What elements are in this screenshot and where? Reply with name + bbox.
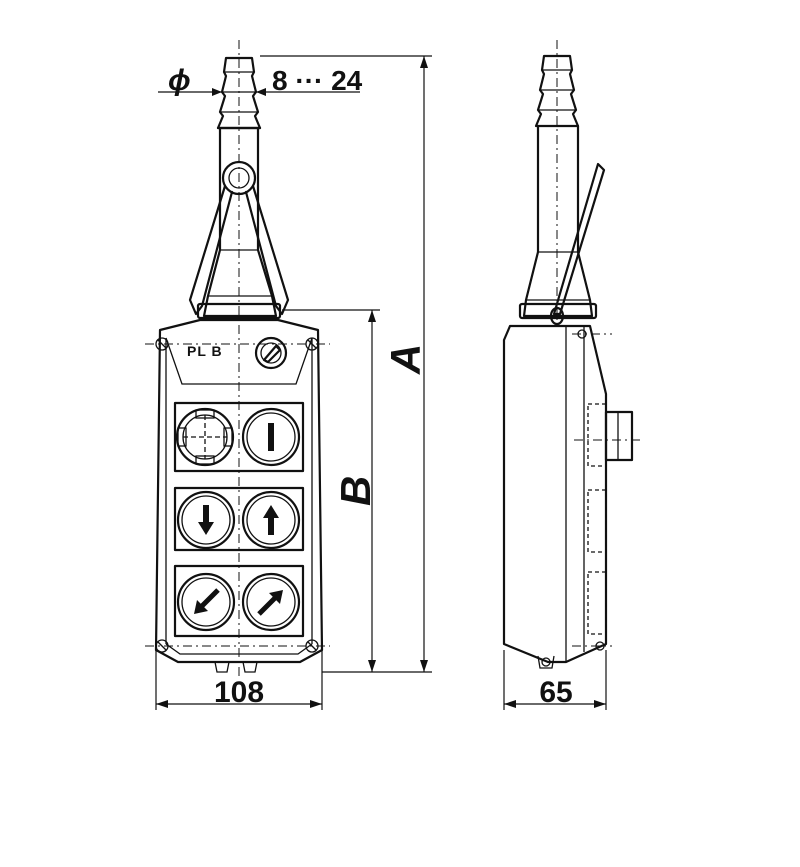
up-button — [241, 490, 301, 550]
cable-diameter-dimension: ϕ 8 ··· 24 — [158, 64, 363, 97]
side-view: 65 — [502, 40, 640, 710]
down-left-button — [176, 572, 236, 632]
emergency-stop-icon — [183, 415, 227, 459]
side-body — [502, 324, 634, 669]
dimension-a-label: A — [382, 344, 429, 375]
on-button — [241, 407, 301, 467]
diameter-range: 8 ··· 24 — [272, 65, 363, 96]
on-bar-icon — [268, 423, 274, 451]
key-switch — [254, 336, 288, 370]
down-button — [176, 490, 236, 550]
up-right-button — [241, 572, 301, 632]
arrow-down-left-icon — [194, 588, 220, 614]
width-label: 108 — [214, 676, 264, 709]
dimension-b: B — [282, 309, 380, 672]
depth-dimension: 65 — [503, 650, 607, 710]
dimension-b-label: B — [332, 476, 379, 506]
depth-label: 65 — [539, 676, 572, 709]
arrow-up-right-icon — [257, 590, 283, 616]
model-label: PL B — [187, 343, 223, 359]
emergency-stop-button — [175, 407, 235, 467]
dimension-a: A — [260, 55, 432, 673]
side-hanging-bail — [552, 162, 606, 316]
arrow-down-icon — [198, 505, 214, 535]
width-dimension: 108 — [155, 650, 323, 710]
front-view: PL B — [145, 40, 432, 710]
diameter-symbol: ϕ — [168, 64, 191, 97]
arrow-up-icon — [263, 505, 279, 535]
